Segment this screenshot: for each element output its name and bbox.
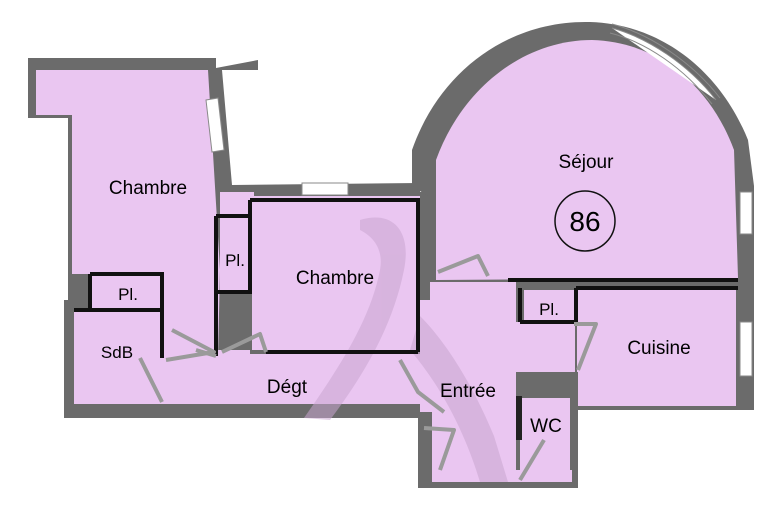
window-sejour-bay: [611, 27, 717, 101]
label-placard-1: Pl.: [118, 285, 138, 304]
window-chambre-2: [301, 182, 349, 196]
door-cuisine: [574, 322, 598, 371]
label-chambre-1: Chambre: [109, 178, 187, 199]
room-sejour: [436, 40, 738, 280]
window-cuisine: [739, 321, 753, 377]
door-chambre-1-alt: [195, 348, 217, 358]
door-entree-main: [423, 426, 456, 471]
area-badge-circle: [554, 190, 616, 252]
windows: [205, 23, 753, 377]
room-placard-2: [220, 220, 250, 292]
area-badge: 86: [554, 190, 616, 252]
area-badge-number: 86: [569, 206, 600, 237]
label-degagement: Dégt: [267, 377, 308, 398]
watermark-ribbon: [304, 217, 508, 482]
window-chambre-1: [205, 97, 225, 153]
room-cuisine: [578, 290, 736, 406]
label-sejour: Séjour: [559, 152, 615, 173]
room-placard-1: [92, 276, 162, 308]
doors: [138, 254, 598, 482]
door-chambre-2: [221, 332, 268, 354]
door-entree-left: [398, 359, 446, 414]
label-chambre-2: Chambre: [296, 268, 374, 289]
interior-walls: [74, 198, 738, 440]
label-wc: WC: [530, 416, 562, 437]
door-sdb: [138, 357, 164, 403]
door-wc: [518, 438, 546, 482]
room-entree-extra: [516, 322, 578, 372]
door-chambre-1: [165, 328, 216, 362]
room-labels: Chambre Pl. SdB Pl. Chambre Dégt Séjour …: [101, 152, 691, 437]
label-cuisine: Cuisine: [627, 338, 690, 359]
label-placard-3: Pl.: [539, 300, 559, 319]
window-sejour-side: [739, 191, 753, 235]
room-placard-3: [524, 290, 574, 322]
room-chambre-1: [36, 70, 220, 358]
door-entree-top: [437, 254, 490, 277]
room-entree: [420, 282, 520, 474]
label-entree: Entrée: [440, 381, 496, 402]
label-sdb: SdB: [101, 343, 133, 362]
label-placard-2: Pl.: [225, 251, 245, 270]
